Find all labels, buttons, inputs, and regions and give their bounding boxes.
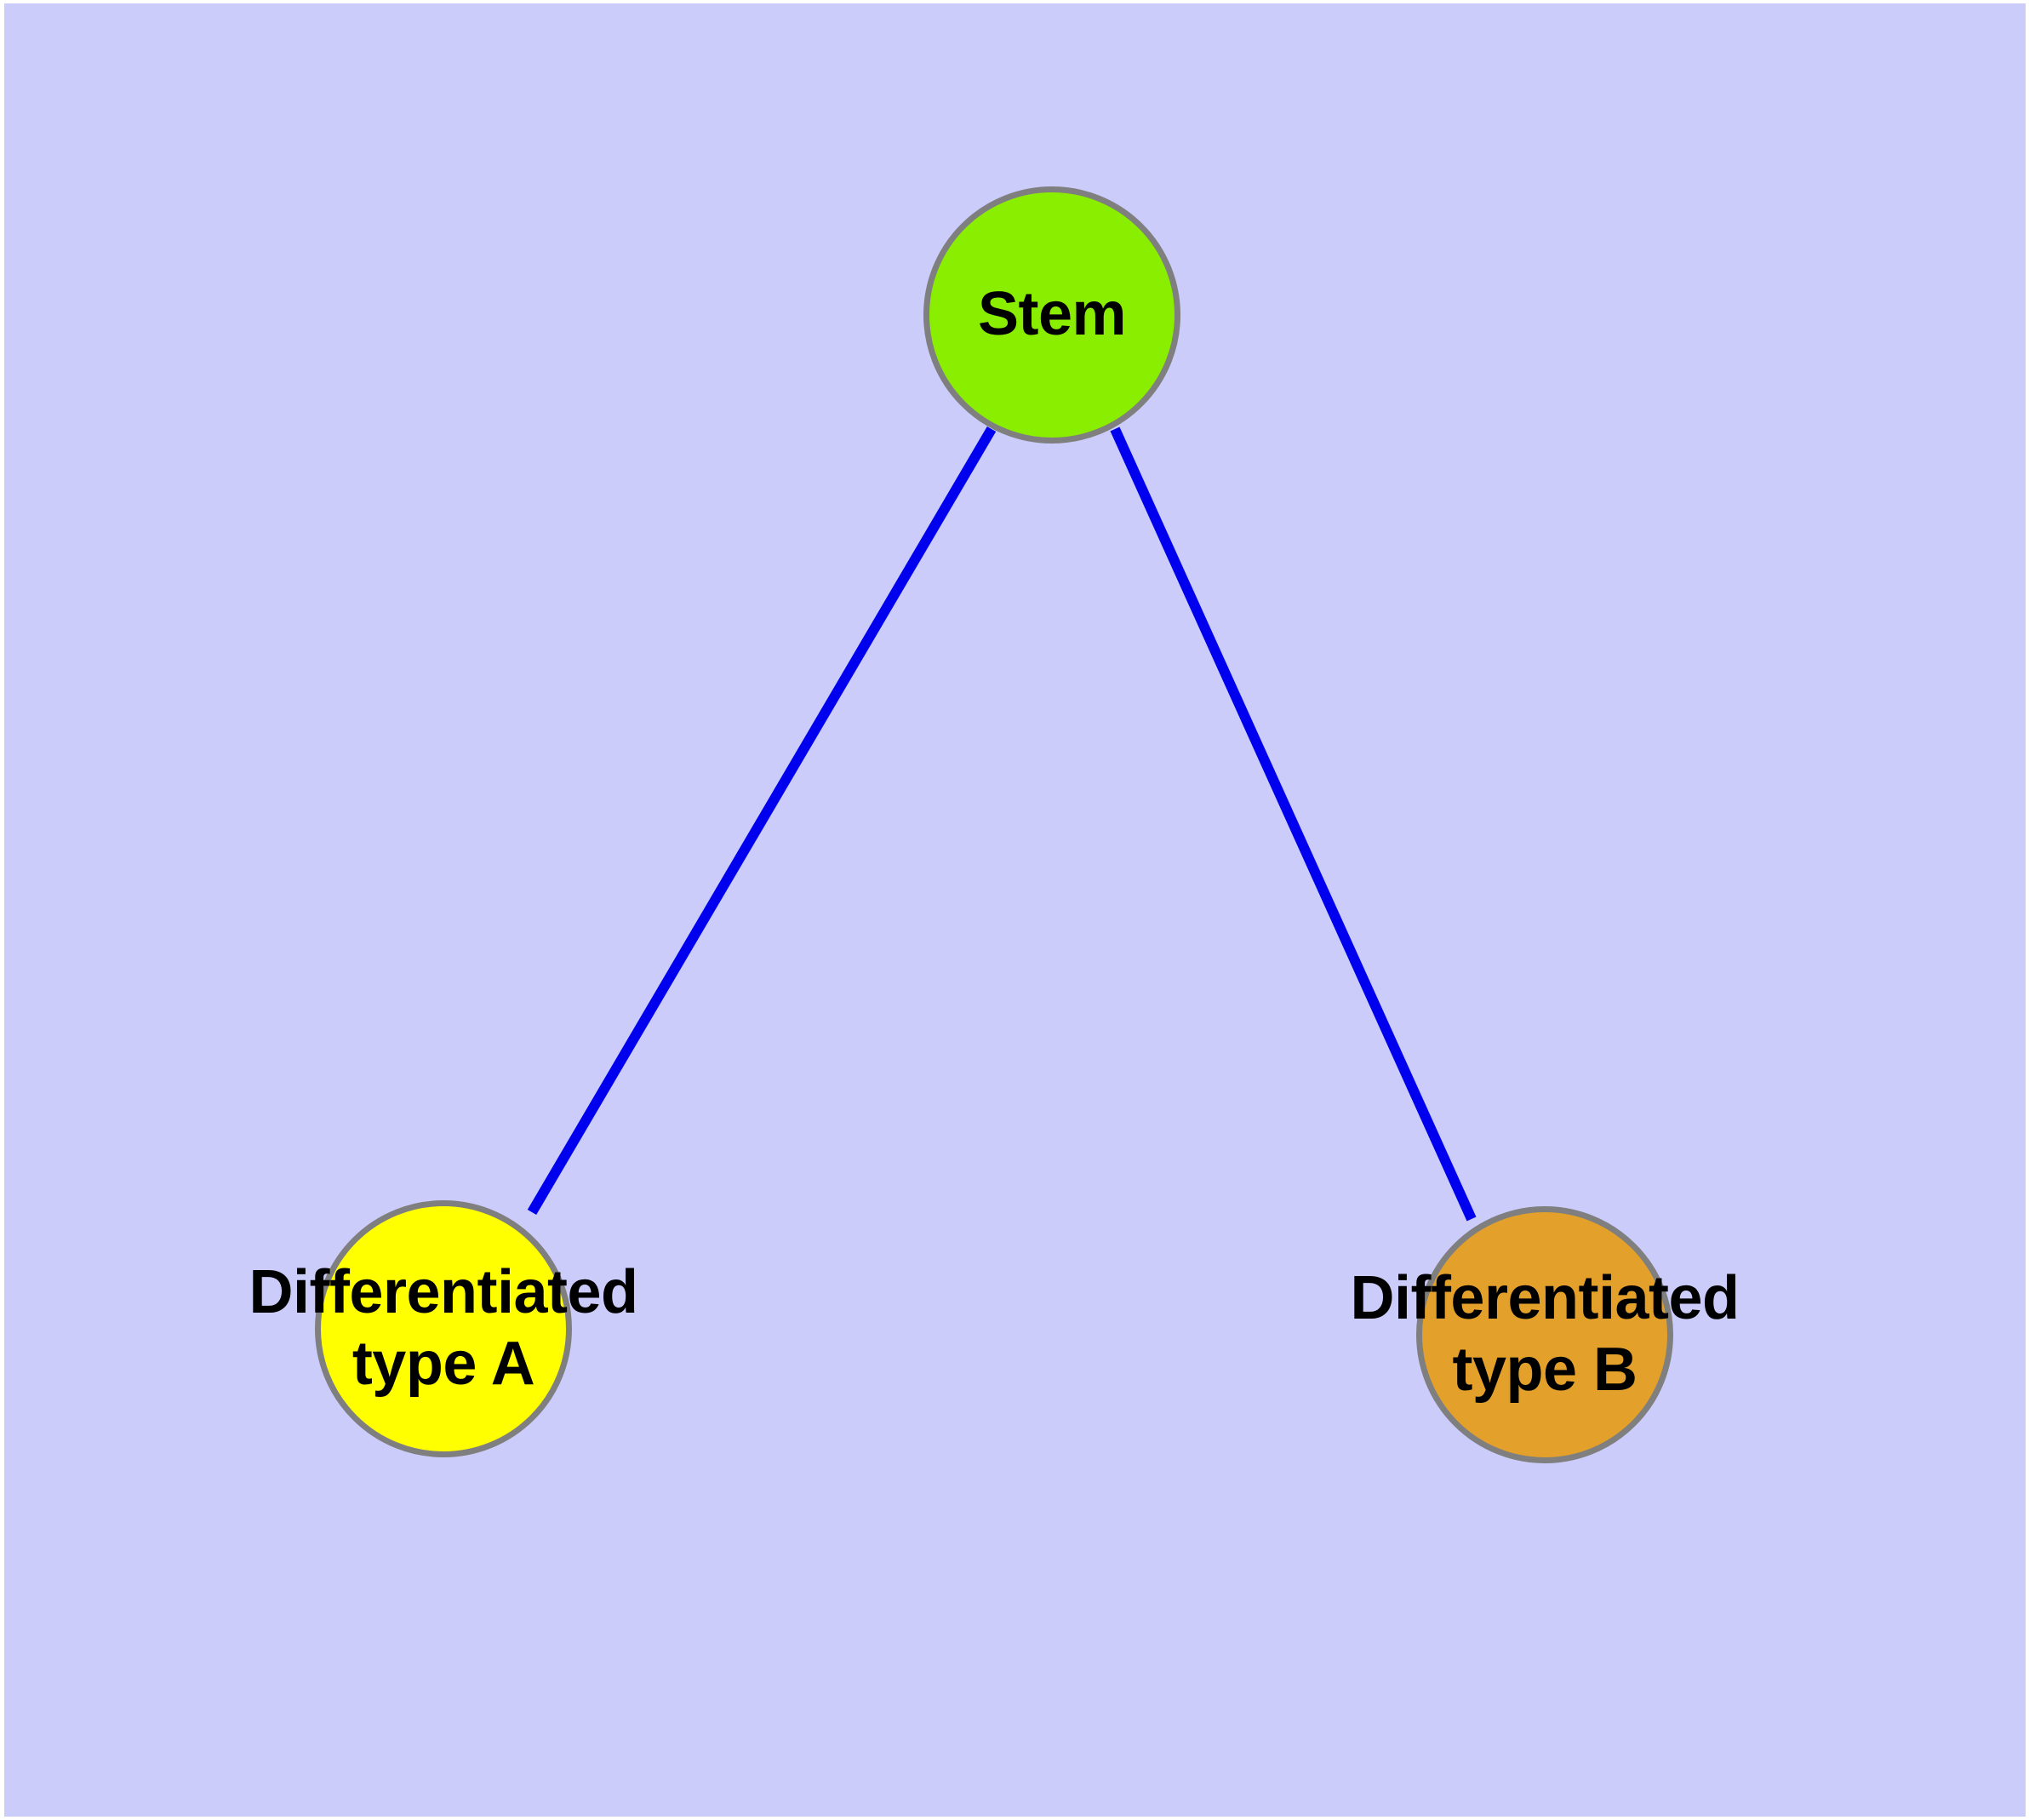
diagram-plot-area: Stem Differentiated type A Differentiate… [4,3,2026,1817]
edge-stem-to-differentiated-type-b [1110,426,1477,1222]
node-label-stem: Stem [977,280,1127,349]
node-differentiated-type-b[interactable] [1416,1206,1673,1463]
node-stem[interactable] [923,186,1180,444]
node-differentiated-type-a[interactable] [315,1200,572,1457]
edge-layer [527,426,1477,1222]
node-label-differentiated-type-b: Differentiated type B [1350,1264,1740,1404]
node-label-differentiated-type-a: Differentiated type A [249,1258,638,1398]
edge-stem-to-differentiated-type-a [527,426,997,1216]
